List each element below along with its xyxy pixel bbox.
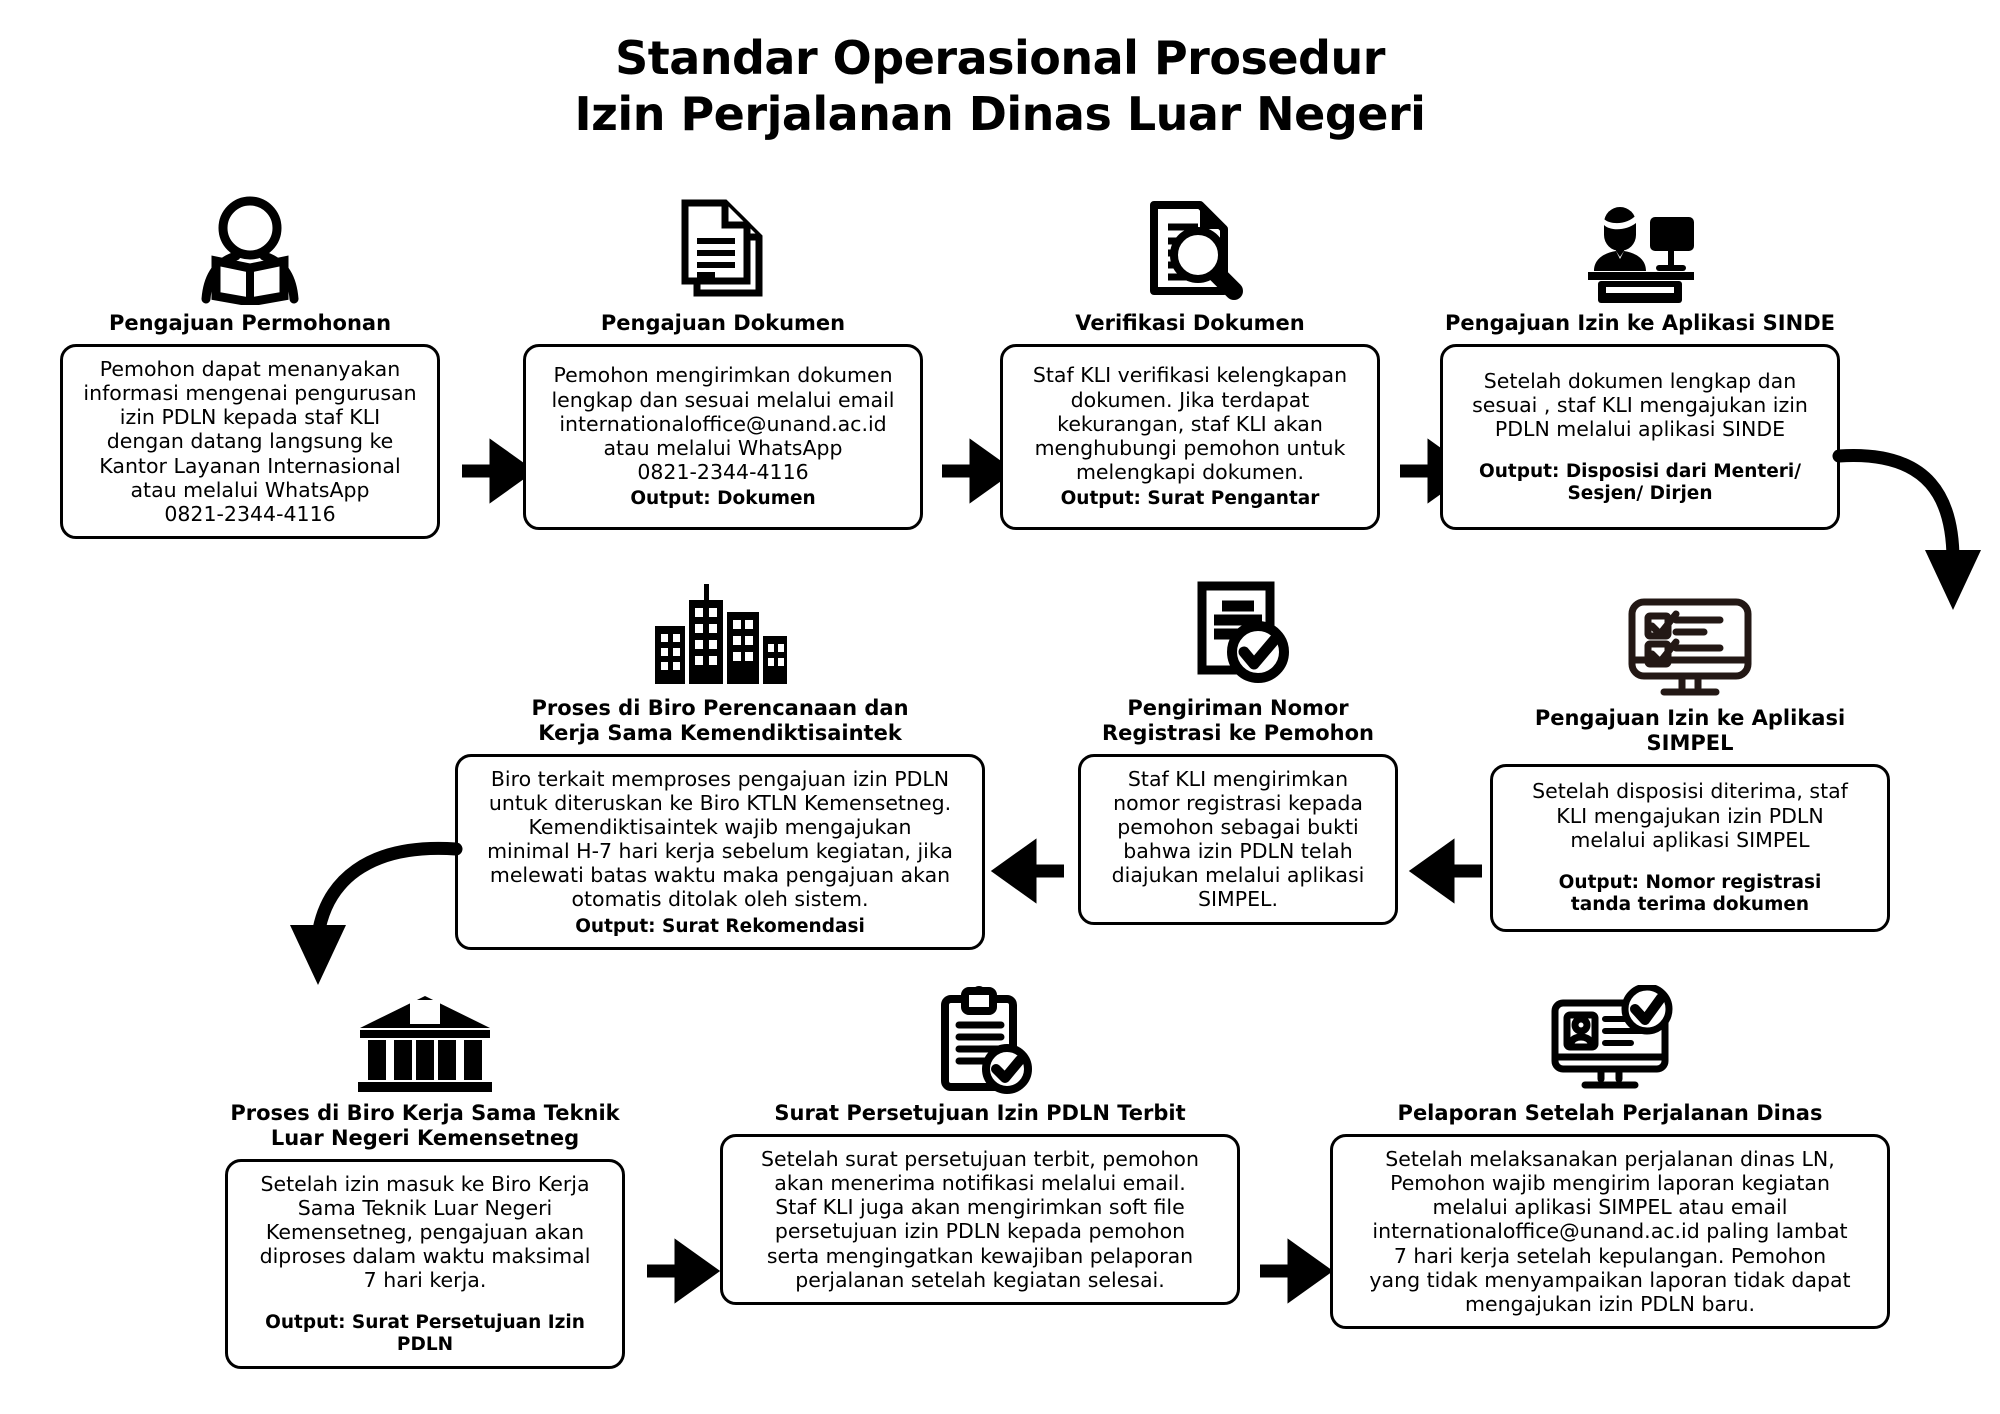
person-reading-icon xyxy=(60,195,440,305)
step-output: Output: Nomor registrasi tanda terima do… xyxy=(1558,871,1822,915)
step-body: Staf KLI mengirimkan nomor registrasi ke… xyxy=(1111,766,1365,912)
step-heading: Verifikasi Dokumen xyxy=(1075,311,1305,335)
step-description-box: Setelah surat persetujuan terbit, pemoho… xyxy=(720,1133,1240,1305)
page-title-line-2: Izin Perjalanan Dinas Luar Negeri xyxy=(574,87,1426,142)
step-heading: Pelaporan Setelah Perjalanan Dinas xyxy=(1397,1101,1823,1125)
step-output: Output: Surat Pengantar xyxy=(1060,488,1320,510)
step-description-box: Staf KLI verifikasi kelengkapan dokumen.… xyxy=(1000,343,1380,530)
step-body: Staf KLI verifikasi kelengkapan dokumen.… xyxy=(1032,363,1348,485)
step-verifikasi-dokumen[interactable]: Verifikasi Dokumen Staf KLI verifikasi k… xyxy=(1000,195,1380,530)
government-building-icon xyxy=(225,985,625,1095)
step-pengiriman-nomor-registrasi[interactable]: Pengiriman Nomor Registrasi ke Pemohon S… xyxy=(1078,580,1398,925)
step-surat-persetujuan-terbit[interactable]: Surat Persetujuan Izin PDLN Terbit Setel… xyxy=(720,985,1240,1305)
document-magnifier-icon xyxy=(1000,195,1380,305)
step-heading: Pengajuan Izin ke Aplikasi SIMPEL xyxy=(1534,706,1846,755)
step-heading: Surat Persetujuan Izin PDLN Terbit xyxy=(774,1101,1186,1125)
step-output: Output: Surat Rekomendasi xyxy=(575,915,865,937)
step-description-box: Setelah dokumen lengkap dan sesuai , sta… xyxy=(1440,343,1840,530)
step-description-box: Pemohon mengirimkan dokumen lengkap dan … xyxy=(523,343,923,530)
step-proses-biro-kerja-sama-teknik[interactable]: Proses di Biro Kerja Sama Teknik Luar Ne… xyxy=(225,985,625,1370)
monitor-checklist-icon xyxy=(1490,590,1890,700)
document-check-icon xyxy=(1078,580,1398,690)
arrow-4-to-5 xyxy=(1832,420,1985,640)
step-heading: Pengajuan Dokumen xyxy=(600,311,846,335)
step-body: Pemohon dapat menanyakan informasi menge… xyxy=(83,356,417,526)
page-title-line-1: Standar Operasional Prosedur xyxy=(615,31,1385,85)
step-heading: Pengajuan Izin ke Aplikasi SINDE xyxy=(1445,311,1835,335)
step-body: Setelah surat persetujuan terbit, pemoho… xyxy=(761,1146,1199,1292)
arrow-1-to-2 xyxy=(460,438,536,504)
step-heading: Pengajuan Permohonan xyxy=(108,311,392,335)
step-description-box: Staf KLI mengirimkan nomor registrasi ke… xyxy=(1078,753,1398,925)
step-heading: Proses di Biro Perencanaan dan Kerja Sam… xyxy=(531,696,909,745)
step-body: Biro terkait memproses pengajuan izin PD… xyxy=(487,766,953,912)
step-pengajuan-dokumen[interactable]: Pengajuan Dokumen Pemohon mengirimkan do… xyxy=(523,195,923,530)
office-buildings-icon xyxy=(455,580,985,690)
step-proses-biro-perencanaan[interactable]: Proses di Biro Perencanaan dan Kerja Sam… xyxy=(455,580,985,951)
clipboard-check-icon xyxy=(720,985,1240,1095)
step-pengajuan-izin-sinde[interactable]: Pengajuan Izin ke Aplikasi SINDE Setelah… xyxy=(1440,195,1840,530)
step-pengajuan-izin-simpel[interactable]: Pengajuan Izin ke Aplikasi SIMPEL Setela… xyxy=(1490,590,1890,932)
documents-icon xyxy=(523,195,923,305)
page-title: Standar Operasional Prosedur Izin Perjal… xyxy=(0,30,2000,142)
step-description-box: Setelah disposisi diterima, staf KLI men… xyxy=(1490,763,1890,932)
step-description-box: Setelah izin masuk ke Biro Kerja Sama Te… xyxy=(225,1158,625,1370)
step-heading: Pengiriman Nomor Registrasi ke Pemohon xyxy=(1102,696,1374,745)
step-body: Setelah melaksanakan perjalanan dinas LN… xyxy=(1369,1146,1851,1316)
arrow-8-to-9 xyxy=(645,1238,721,1304)
step-output: Output: Dokumen xyxy=(630,488,816,510)
step-body: Setelah disposisi diterima, staf KLI men… xyxy=(1532,779,1848,852)
arrow-6-to-7 xyxy=(990,838,1070,904)
arrow-7-to-8 xyxy=(270,825,463,1005)
step-pengajuan-permohonan[interactable]: Pengajuan Permohonan Pemohon dapat menan… xyxy=(60,195,440,540)
staff-desk-monitor-icon xyxy=(1440,195,1840,305)
step-description-box: Pemohon dapat menanyakan informasi menge… xyxy=(60,343,440,540)
step-output: Output: Surat Persetujuan Izin PDLN xyxy=(265,1312,585,1356)
monitor-id-check-icon xyxy=(1330,985,1890,1095)
step-description-box: Setelah melaksanakan perjalanan dinas LN… xyxy=(1330,1133,1890,1330)
step-description-box: Biro terkait memproses pengajuan izin PD… xyxy=(455,753,985,951)
arrow-5-to-6 xyxy=(1408,838,1488,904)
step-body: Setelah dokumen lengkap dan sesuai , sta… xyxy=(1472,368,1808,442)
step-output: Output: Disposisi dari Menteri/ Sesjen/ … xyxy=(1478,461,1801,505)
step-pelaporan-setelah-perjalanan[interactable]: Pelaporan Setelah Perjalanan Dinas Setel… xyxy=(1330,985,1890,1330)
arrow-9-to-10 xyxy=(1258,1238,1334,1304)
arrow-2-to-3 xyxy=(940,438,1016,504)
step-heading: Proses di Biro Kerja Sama Teknik Luar Ne… xyxy=(230,1101,620,1150)
step-body: Setelah izin masuk ke Biro Kerja Sama Te… xyxy=(259,1171,591,1293)
step-body: Pemohon mengirimkan dokumen lengkap dan … xyxy=(551,363,895,485)
